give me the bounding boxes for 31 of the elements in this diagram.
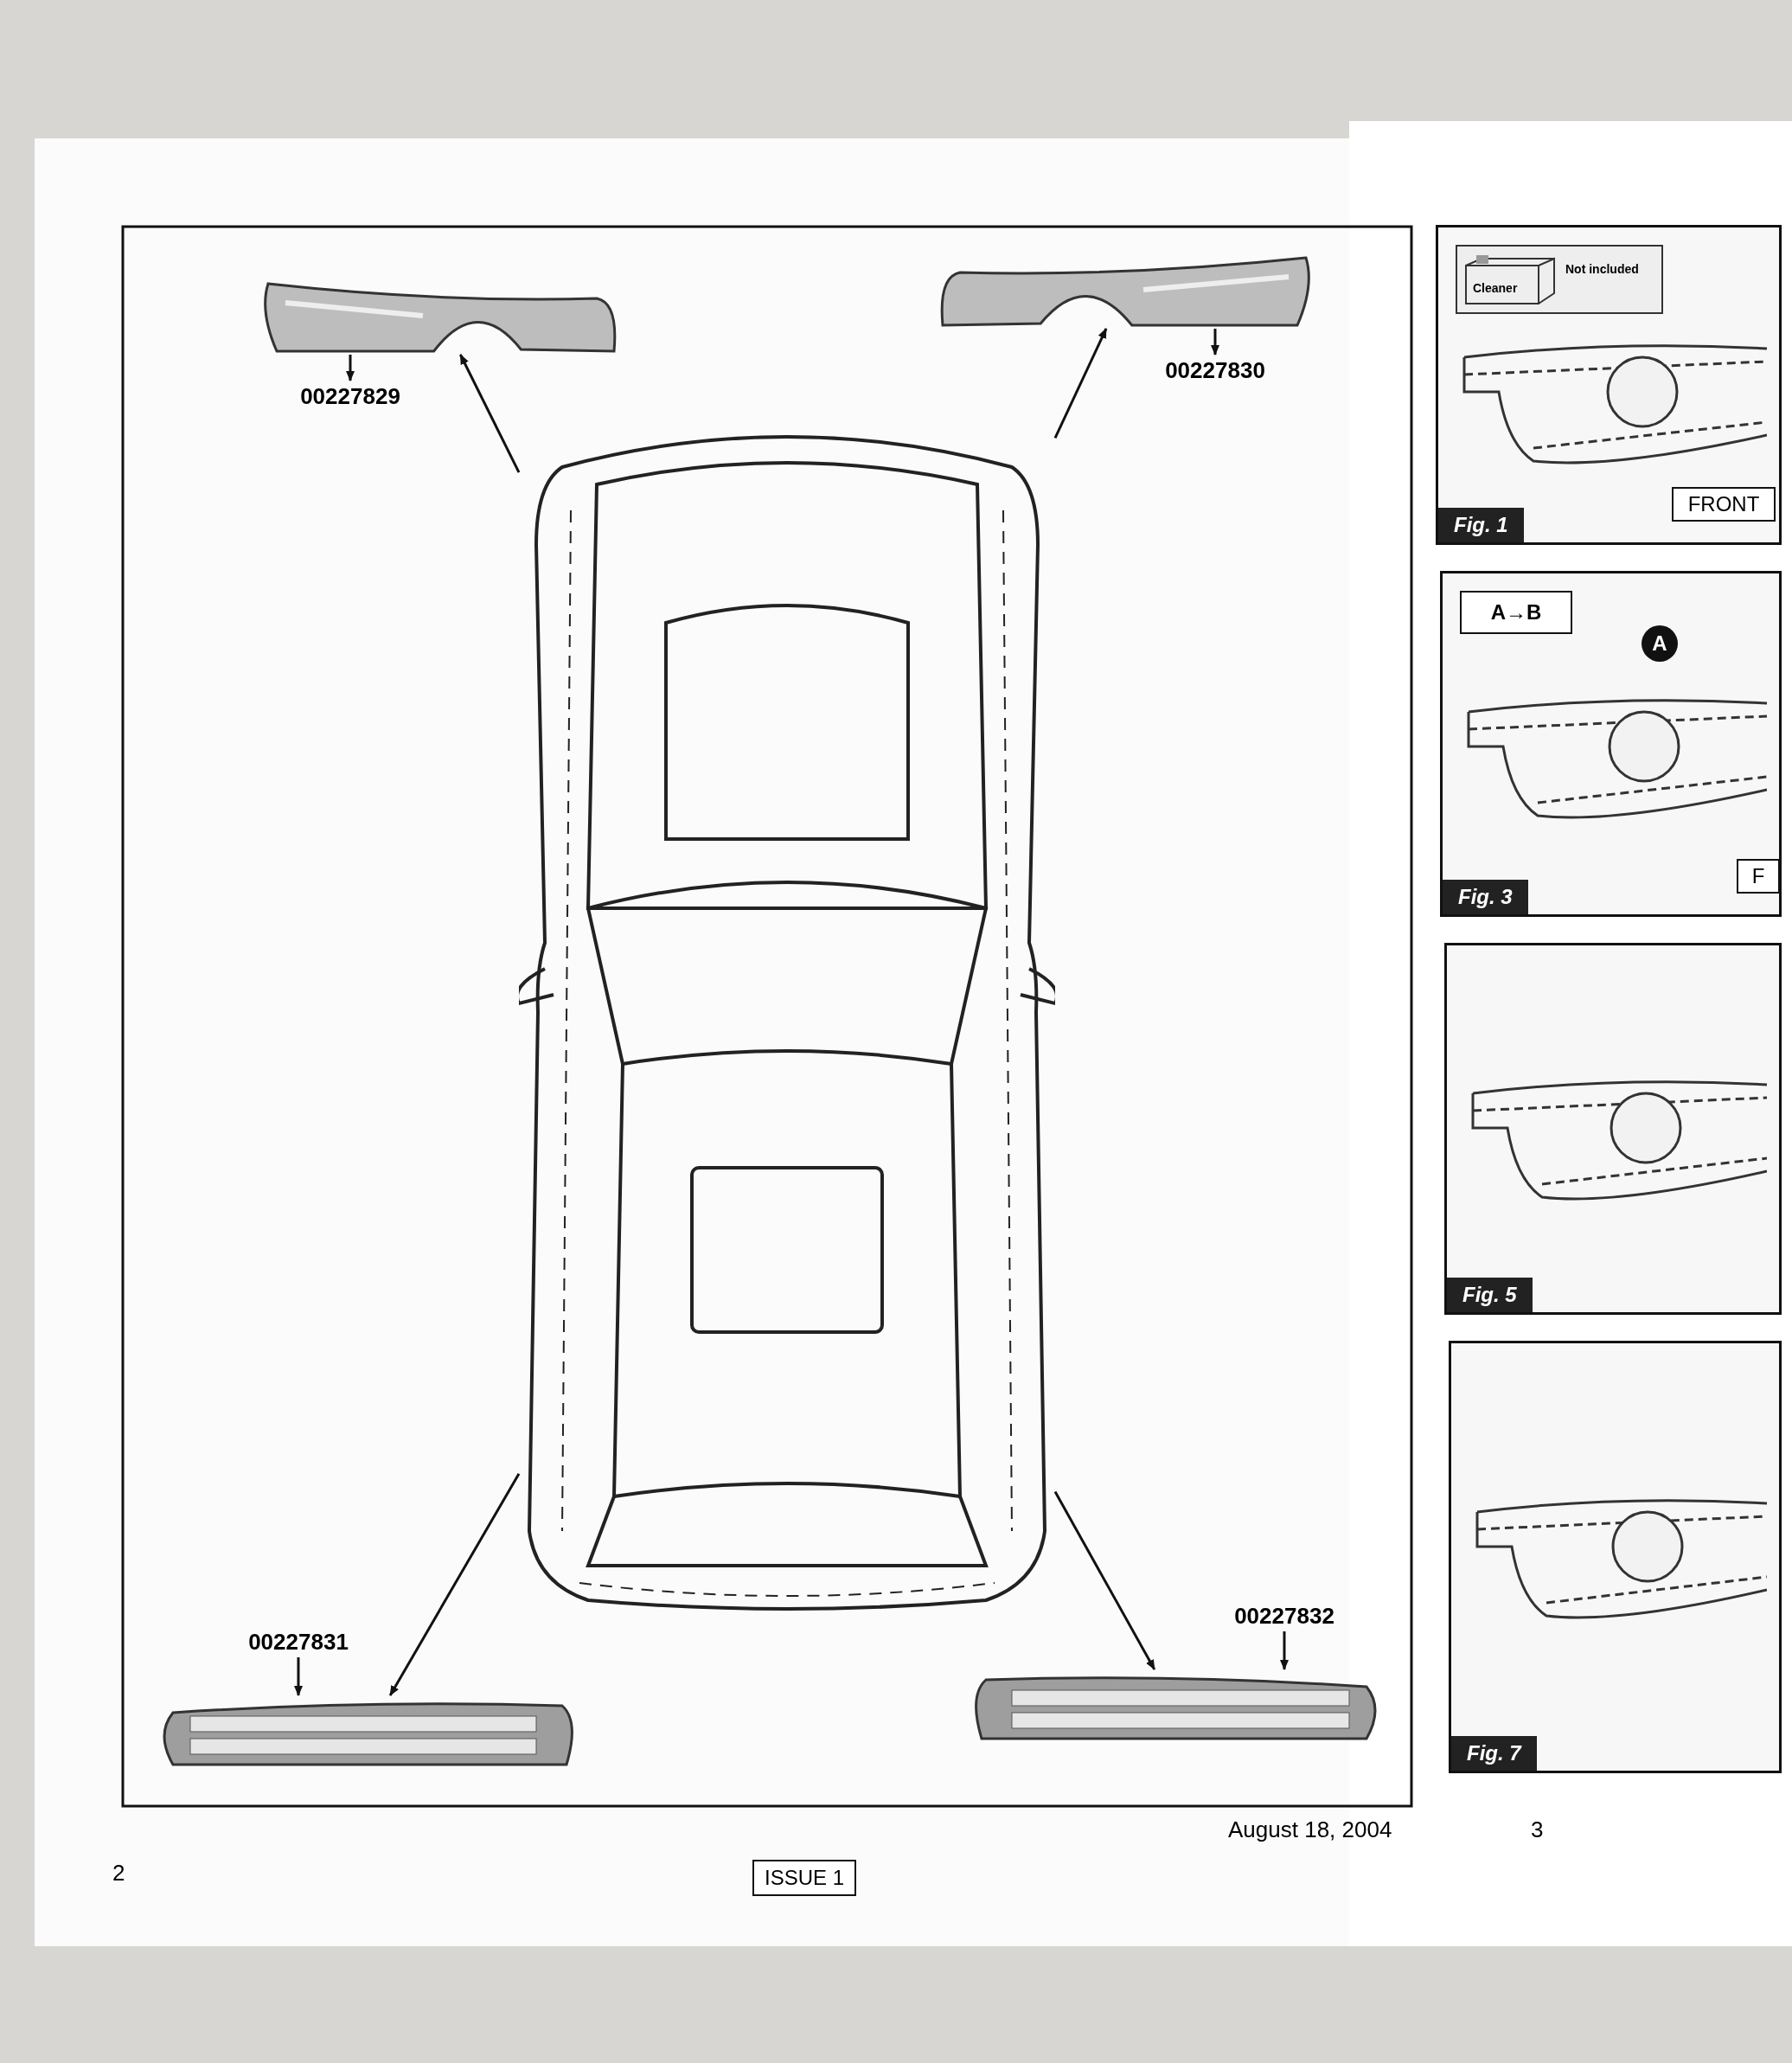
leader-arrow (1280, 1631, 1289, 1670)
date-text: August 18, 2004 (1228, 1816, 1392, 1843)
figure-panel (1449, 1341, 1782, 1773)
figure-panel (1440, 571, 1782, 917)
note-box (1456, 245, 1663, 314)
figure-tab: Fig. 7 (1451, 1736, 1537, 1771)
page-number: 3 (1531, 1816, 1544, 1843)
part-number: 00227830 (1150, 355, 1280, 386)
part-number: 00227831 (234, 1626, 363, 1657)
figure-panel (1444, 943, 1782, 1315)
page-number: 2 (112, 1860, 125, 1887)
issue-label: ISSUE 1 (752, 1860, 856, 1896)
leader-arrow (346, 355, 355, 381)
figure-panel (1436, 225, 1782, 545)
leader-arrow (388, 1472, 521, 1696)
step-marker: A (1642, 625, 1678, 662)
part-number: 00227829 (285, 381, 415, 412)
figure-tab: Fig. 1 (1438, 508, 1524, 542)
container-label: Cleaner (1473, 281, 1518, 295)
direction-label: FRONT (1672, 487, 1776, 522)
direction-label: F (1737, 859, 1780, 894)
step-order-label: A→B (1460, 591, 1572, 634)
leader-arrow (1053, 1490, 1156, 1670)
figure-tab: Fig. 3 (1443, 880, 1528, 914)
leader-arrow (1211, 329, 1219, 356)
part-number: 00227832 (1219, 1600, 1349, 1631)
figure-tab: Fig. 5 (1447, 1278, 1533, 1312)
leader-arrow (294, 1657, 303, 1696)
leader-arrow (459, 354, 521, 473)
note-text: Not included (1565, 262, 1640, 276)
leader-arrow (1053, 328, 1108, 439)
